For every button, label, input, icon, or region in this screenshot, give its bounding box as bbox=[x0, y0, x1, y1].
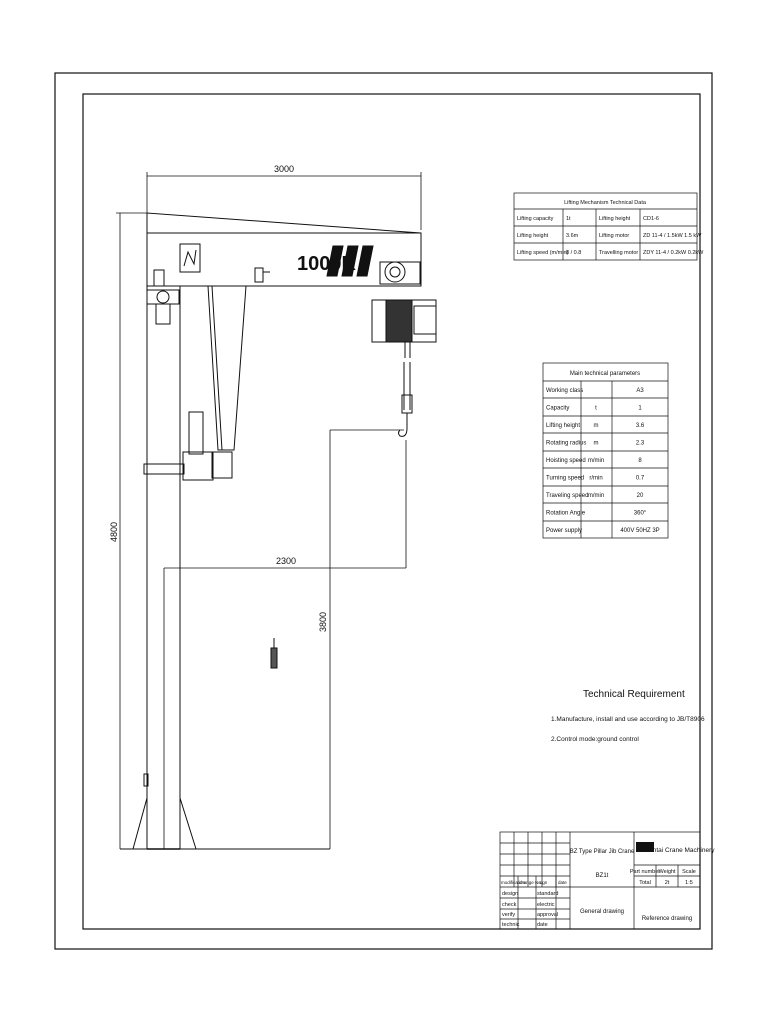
params-table bbox=[542, 362, 669, 539]
outer-frame bbox=[54, 72, 713, 950]
params-table-cell: t bbox=[595, 406, 597, 412]
role-design: design bbox=[502, 891, 518, 897]
hoist-table-cell: ZD 11-4 / 1.5kW 1.5 kW bbox=[643, 233, 702, 239]
reference-drawing: Reference drawing bbox=[642, 916, 692, 922]
company-logo bbox=[636, 842, 654, 852]
crane bbox=[120, 212, 437, 850]
requirement-item-1: 1.Manufacture, install and use according… bbox=[551, 716, 705, 723]
dimensions bbox=[116, 172, 422, 849]
part-number-label: Part number bbox=[630, 869, 660, 875]
boom-label: 1000K bbox=[297, 253, 356, 275]
hoist-table-cell: ZDY 11-4 / 0.2kW 0.2kW bbox=[643, 250, 704, 256]
role-check: check bbox=[502, 902, 517, 908]
inner-frame bbox=[82, 93, 701, 930]
dim-hook-height: 3800 bbox=[318, 612, 328, 632]
role-approval: approval bbox=[537, 912, 558, 918]
params-table-cell: Rotating radius bbox=[546, 441, 586, 447]
params-table-title: Main technical parameters bbox=[570, 371, 640, 377]
rev-header-3: sign bbox=[539, 880, 548, 885]
hoist-table-cell: 1t bbox=[566, 216, 571, 222]
params-table-cell: m bbox=[594, 423, 599, 429]
pendant bbox=[270, 647, 278, 669]
hoist-table-cell: 3.6m bbox=[566, 233, 579, 239]
hoist-table-cell: CD1-6 bbox=[643, 216, 659, 222]
params-table-cell: 2.3 bbox=[636, 441, 645, 447]
slew-motor bbox=[188, 411, 204, 455]
params-table-cell: 1 bbox=[638, 406, 642, 412]
params-table-cell: A3 bbox=[636, 388, 644, 394]
params-table-cell: 3.6 bbox=[636, 423, 645, 429]
hoist-table-cell: 8 / 0.8 bbox=[566, 250, 581, 256]
product-code: BZ1t bbox=[596, 873, 609, 879]
params-table-cell: 20 bbox=[637, 493, 644, 499]
role-standard: standard bbox=[537, 891, 558, 897]
role-electric: electric bbox=[537, 902, 555, 908]
params-table-cell: Hoisting speed bbox=[546, 458, 586, 464]
title-block bbox=[499, 831, 701, 930]
requirement-title: Technical Requirement bbox=[583, 689, 685, 700]
params-table-cell: 0.7 bbox=[636, 476, 645, 482]
hook bbox=[398, 413, 408, 437]
drawing-type: General drawing bbox=[580, 909, 624, 915]
support-strut bbox=[207, 285, 247, 451]
hoist-table-cell: Lifting height bbox=[599, 216, 631, 222]
params-table-cell: m bbox=[594, 441, 599, 447]
params-table-cell: m/min bbox=[588, 458, 604, 464]
role-verify: verify bbox=[502, 912, 515, 918]
hoist-table-cell: Lifting height bbox=[517, 233, 549, 239]
base-gusset-left bbox=[132, 797, 148, 850]
hoist-table-cell: Lifting motor bbox=[599, 233, 629, 239]
params-table-cell: 360° bbox=[634, 511, 647, 517]
params-table-cell: Capacity bbox=[546, 406, 569, 412]
hoist-table-cell: Travelling motor bbox=[599, 250, 638, 256]
hoist-table-title: Lifting Mechanism Technical Data bbox=[564, 200, 647, 206]
rev-header-2: change No. bbox=[519, 880, 542, 885]
role-technic: technic bbox=[502, 922, 520, 928]
rev-header-1: modification bbox=[501, 880, 526, 885]
product-name: BZ Type Pillar Jib Crane bbox=[570, 849, 635, 855]
logo-box bbox=[179, 243, 201, 273]
requirement-item-2: 2.Control mode:ground control bbox=[551, 736, 639, 743]
params-table-cell: Working class bbox=[546, 388, 583, 394]
weight-label: Weight bbox=[658, 869, 675, 875]
dim-total-height: 4800 bbox=[109, 522, 119, 542]
params-table-cell: Rotation Angle bbox=[546, 511, 586, 517]
params-table-cell: 400V 50HZ 3P bbox=[620, 528, 659, 534]
hoist-table bbox=[513, 192, 698, 261]
scale-label: Scale bbox=[682, 869, 696, 875]
rev-header-4: date bbox=[558, 880, 567, 885]
params-table-cell: Lifting height bbox=[546, 423, 580, 429]
params-table-cell: m/min bbox=[588, 493, 604, 499]
weight-value: 2t bbox=[665, 880, 670, 886]
technical-requirement: Technical Requirement 1.Manufacture, ins… bbox=[551, 689, 705, 743]
base-gusset-right bbox=[179, 797, 197, 850]
hoist-trolley bbox=[379, 261, 421, 285]
total-label: Total bbox=[639, 880, 651, 886]
hoist-table-cell: Lifting capacity bbox=[517, 216, 554, 222]
params-table-cell: 8 bbox=[638, 458, 642, 464]
params-table-cell: Traveling speed bbox=[546, 493, 588, 499]
dim-span: 3000 bbox=[274, 164, 294, 174]
params-table-cell: Turning speed bbox=[546, 476, 584, 482]
scale-value: 1:5 bbox=[685, 880, 693, 886]
company-name: Yuantai Crane Machinery bbox=[642, 847, 716, 854]
hoist-table-cell: Lifting speed (m/min) bbox=[517, 250, 569, 256]
pillar bbox=[146, 285, 181, 850]
dim-reach: 2300 bbox=[276, 556, 296, 566]
params-table-cell: r/min bbox=[589, 476, 602, 482]
params-table-cell: Power supply bbox=[546, 528, 582, 534]
role-date: date bbox=[537, 922, 548, 928]
